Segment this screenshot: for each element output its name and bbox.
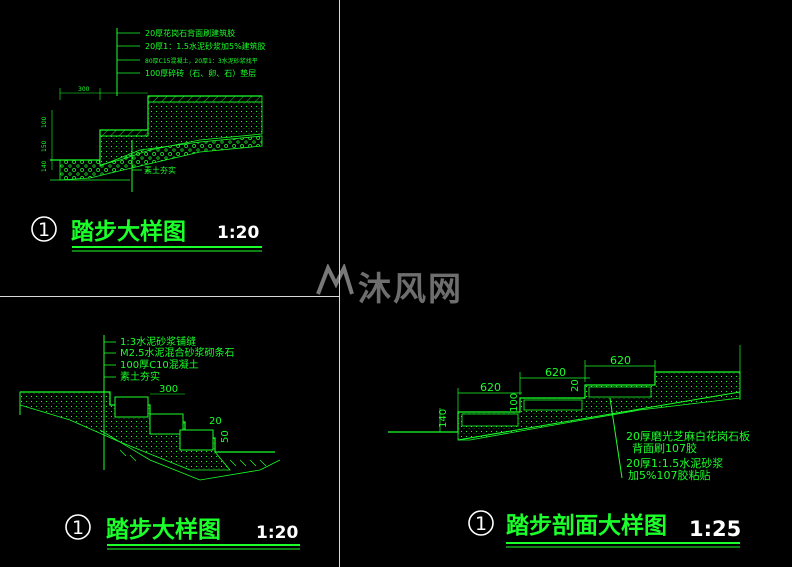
tl-scale: 1:20	[217, 223, 259, 243]
br-dim-100: 100	[509, 393, 520, 412]
frame-vertical-top	[339, 0, 340, 296]
tl-callout-1: 20厚花岗石背面刷建筑胶	[145, 28, 235, 38]
tl-dim-150: 150	[41, 140, 48, 152]
bl-dim-20: 20	[209, 416, 222, 427]
tl-title-text: 踏步大样图	[71, 218, 186, 245]
bl-dim-50: 50	[220, 430, 231, 443]
bl-callout-2: M2.5水泥混合砂浆砌条石	[120, 346, 235, 359]
br-scale: 1:25	[689, 517, 741, 541]
watermark-text: 沐风网	[358, 269, 463, 308]
tl-callout-4: 100厚碎砖（石、卵、石）垫层	[145, 68, 256, 78]
br-dim-620-mid: 620	[545, 366, 566, 379]
tl-soil-label: 素土夯实	[144, 165, 176, 175]
tl-dim-100: 100	[41, 116, 48, 128]
bl-callout-3: 100厚C10混凝土	[120, 358, 199, 371]
tl-dim-140: 140	[41, 160, 48, 172]
bl-title-number: 1	[72, 517, 84, 539]
bl-title-text: 踏步大样图	[106, 516, 221, 543]
watermark-logo-icon	[316, 264, 354, 295]
frame-horizontal-left	[0, 296, 340, 297]
bl-callout-1: 1:3水泥砂浆铺缝	[120, 335, 196, 348]
tl-callout-3: 80厚C15混凝土，20厚1：3水泥砂浆找平	[145, 57, 258, 65]
tl-callout-2: 20厚1：1.5水泥砂浆加5%建筑胶	[145, 41, 266, 51]
br-callout-2: 背面刷107胶	[632, 441, 697, 455]
br-title-text: 踏步剖面大样图	[506, 512, 667, 539]
br-dim-620-low: 620	[480, 381, 501, 394]
br-dim-140: 140	[438, 409, 449, 428]
panel-top-left: 20厚花岗石背面刷建筑胶 20厚1：1.5水泥砂浆加5%建筑胶 80厚C15混凝…	[31, 28, 266, 252]
frame-vertical-bottom	[339, 296, 340, 567]
br-callout-1: 20厚磨光芝麻白花岗石板	[626, 429, 750, 443]
bl-dim-300: 300	[159, 384, 178, 395]
br-callout-3: 20厚1:1.5水泥砂浆	[626, 456, 723, 470]
br-dim-20: 20	[570, 379, 581, 392]
tl-title-number: 1	[38, 219, 50, 241]
tl-dim-300: 300	[78, 86, 90, 93]
bl-callout-4: 素土夯实	[120, 370, 160, 383]
br-callout-4: 加5%107胶粘贴	[628, 468, 710, 482]
panel-bottom-left: 1:3水泥砂浆铺缝 M2.5水泥混合砂浆砌条石 100厚C10混凝土 素土夯实 …	[19, 335, 300, 550]
br-dim-620-top: 620	[610, 354, 631, 367]
bl-scale: 1:20	[256, 523, 298, 543]
br-title-number: 1	[475, 513, 487, 535]
panel-bottom-right: 620 620 620 20 100 140 20厚磨光芝麻白花岗石板 背面刷1…	[388, 345, 750, 548]
